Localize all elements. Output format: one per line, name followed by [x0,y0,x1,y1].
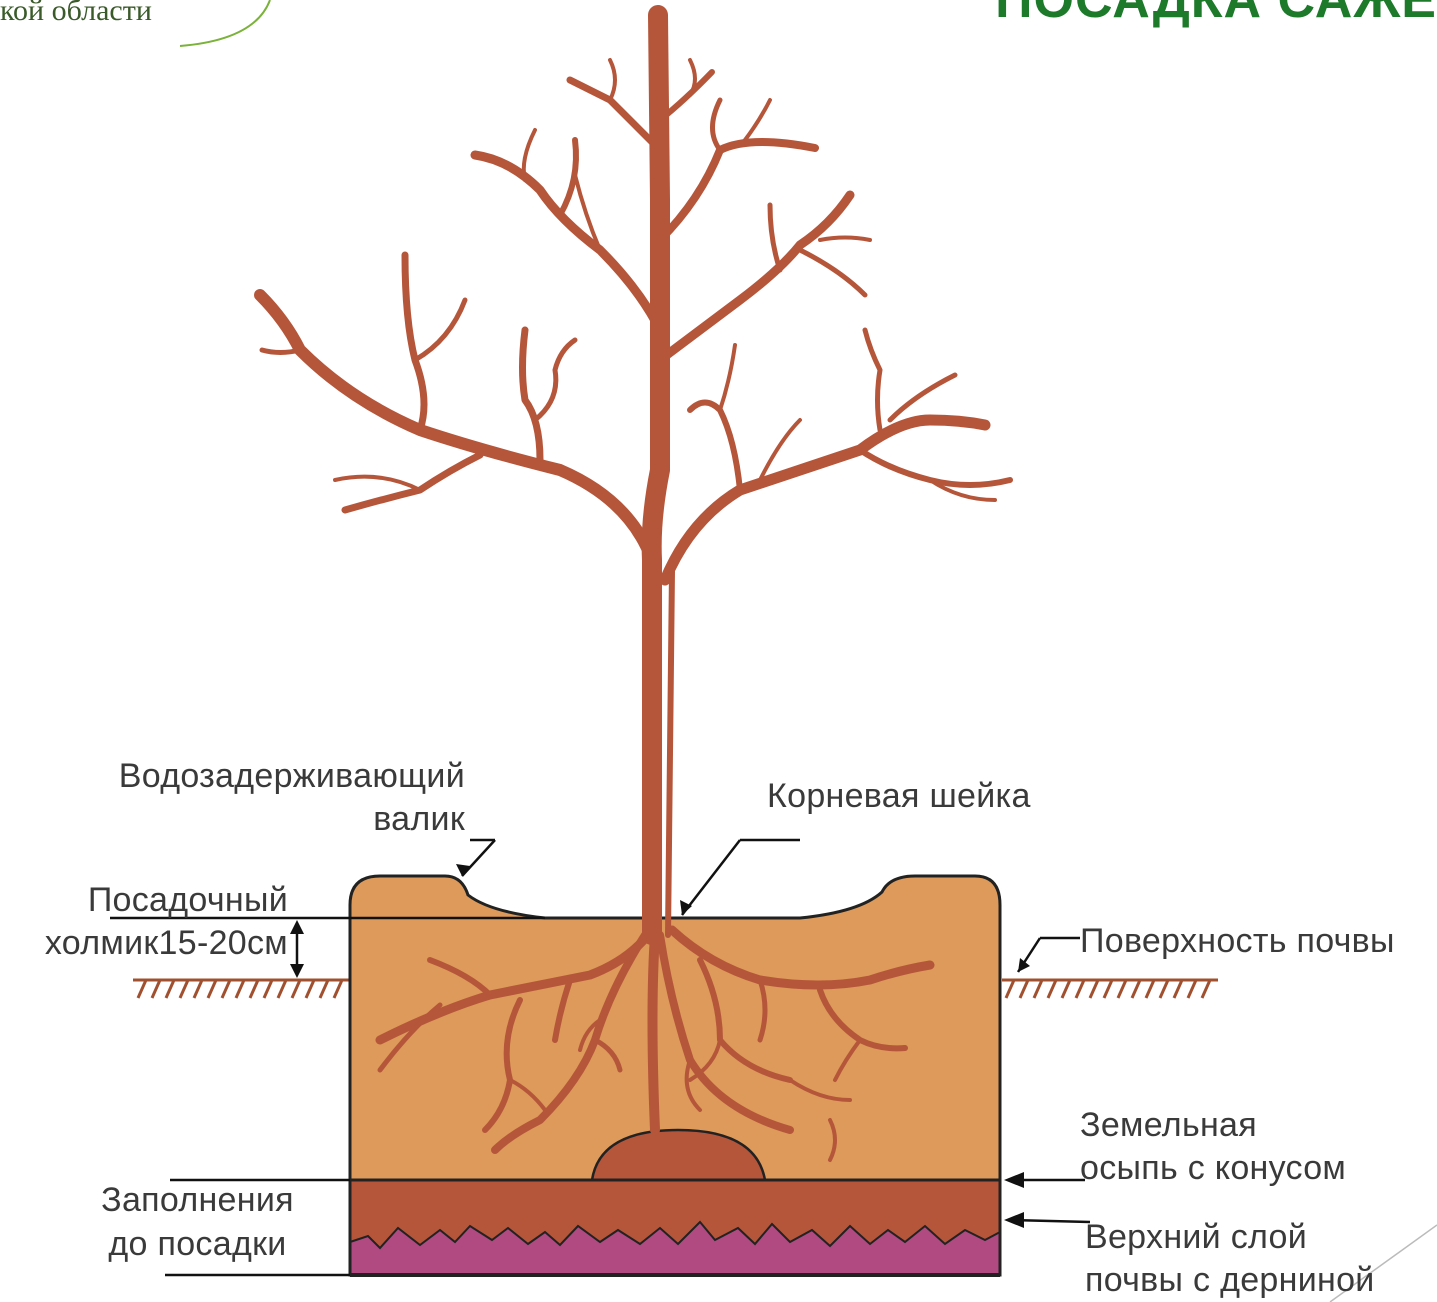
hatch-tick [306,980,314,998]
earth-cone-label-2: осыпь с конусом [1080,1146,1346,1190]
hatch-tick [264,980,272,998]
hatch-tick [166,980,174,998]
fill-label-1: Заполнения [60,1178,335,1222]
hatch-tick [1062,980,1070,998]
topsoil-label-1: Верхний слой [1085,1215,1307,1259]
ground-hatch-right [1002,980,1218,998]
hatch-tick [1104,980,1112,998]
hatch-tick [180,980,188,998]
topsoil-label-2: почвы с дерниной [1085,1258,1375,1302]
page-title: ПОСАДКА САЖЕ [995,0,1437,30]
hatch-tick [1090,980,1098,998]
hatch-tick [292,980,300,998]
hatch-tick [208,980,216,998]
hatch-tick [1188,980,1196,998]
hatch-tick [1160,980,1168,998]
hatch-tick [138,980,146,998]
fill-label-2: до посадки [60,1222,335,1266]
hatch-tick [1006,980,1014,998]
hatch-tick [152,980,160,998]
hatch-tick [236,980,244,998]
hatch-tick [1076,980,1084,998]
hatch-tick [250,980,258,998]
brand-fragment: кой области [0,0,152,28]
hatch-tick [194,980,202,998]
hatch-tick [320,980,328,998]
root-collar-label: Корневая шейка [767,774,1031,818]
hatch-tick [1118,980,1126,998]
soil-surface-label: Поверхность почвы [1080,919,1395,963]
mound-label-1: Посадочный [10,878,288,922]
earth-cone-label-1: Земельная [1080,1103,1257,1147]
hatch-tick [1146,980,1154,998]
hatch-tick [1202,980,1210,998]
hatch-tick [278,980,286,998]
hatch-tick [1132,980,1140,998]
water-ridge-label-1: Водозадерживающий [60,754,465,798]
ground-hatch-left [133,980,350,998]
hatch-tick [1048,980,1056,998]
hatch-tick [222,980,230,998]
hatch-tick [334,980,342,998]
brand-arc [180,0,270,46]
water-ridge-label-2: валик [60,797,465,841]
hatch-tick [1174,980,1182,998]
hatch-tick [1020,980,1028,998]
hatch-tick [1034,980,1042,998]
mound-label-2: холмик15-20см [10,921,288,965]
